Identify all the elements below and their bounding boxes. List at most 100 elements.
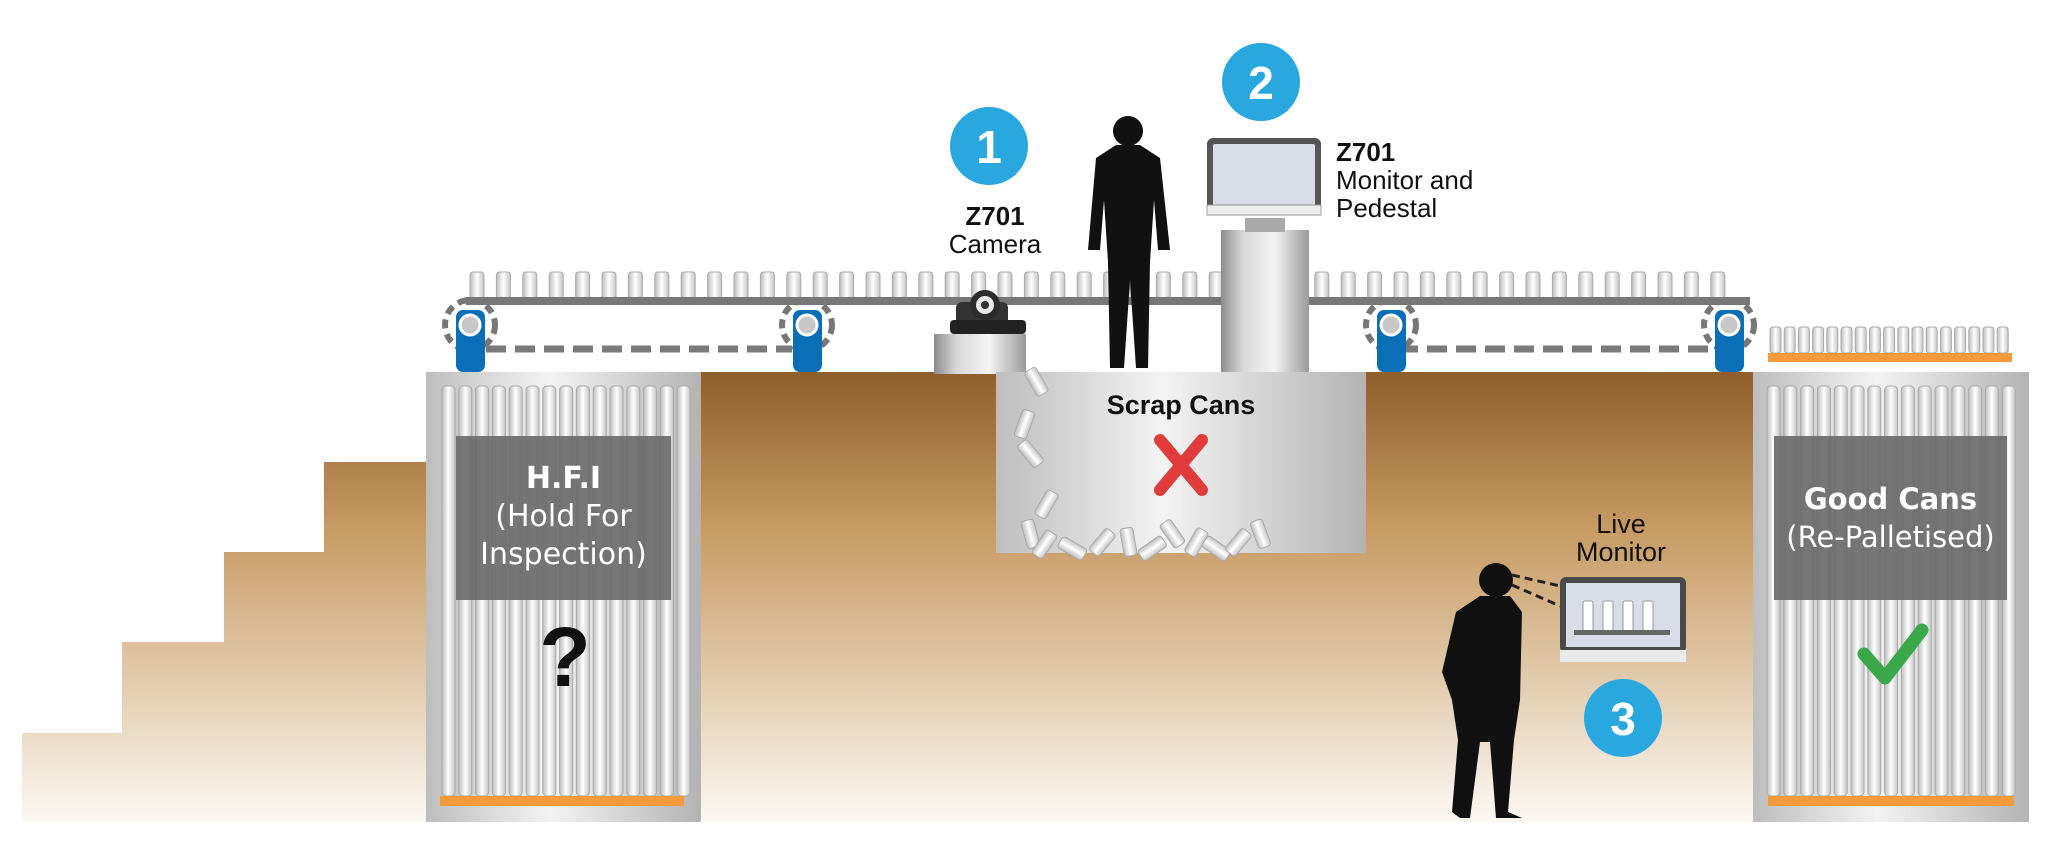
step-2-number: 2 [1248,57,1274,109]
step-badge-2: 2 [1222,43,1300,121]
step-3-number: 3 [1610,693,1636,745]
good-title: Good Cans [1803,482,1978,516]
inspector-silhouette [1442,563,1522,818]
operator-standing-silhouette [1088,116,1170,368]
hfi-bin [426,372,701,822]
pallet-can [1982,326,1995,354]
pallet-can [1840,326,1853,354]
pallet-can [1996,326,2009,354]
conveyor-can [1472,271,1488,300]
pallet-can [1968,326,1981,354]
scrap-can [1159,519,1186,549]
good-pallet-top [1768,326,2012,362]
conveyor-can [601,271,617,300]
conveyor-can [469,271,485,300]
roller-right-1 [1363,297,1419,372]
conveyor-can [1155,271,1171,300]
conveyor-can [707,271,723,300]
conveyor-can [548,271,564,300]
good-subtitle: (Re-Palletised) [1786,520,1995,554]
scrap-can [1034,489,1059,520]
conveyor-can [891,271,907,300]
conveyor-cans [469,271,1726,300]
conveyor-can [1604,271,1620,300]
conveyor-can [575,271,591,300]
scrap-can [1024,366,1049,397]
pallet-can [1883,326,1896,354]
sight-lines [1511,573,1561,608]
camera-model: Z701 [965,201,1025,231]
question-mark-icon: ? [539,610,591,704]
scrap-can [1057,536,1088,561]
scrap-can [1013,409,1036,440]
scrap-can [1225,528,1252,557]
conveyor-can [733,271,749,300]
pallet-can [1812,326,1825,354]
conveyor-can [1525,271,1541,300]
conveyor-can [944,271,960,300]
monitor-model: Z701 [1336,137,1396,167]
conveyor-can [1657,271,1673,300]
roller-left-1 [442,297,498,372]
conveyor-can [654,271,670,300]
hfi-title: H.F.I [525,461,602,496]
conveyor-can [839,271,855,300]
pallet-can [1954,326,1967,354]
conveyor-can [1710,271,1726,300]
step-1-number: 1 [976,121,1002,173]
scrap-can [1017,439,1044,468]
monitor-line1: Monitor and [1336,165,1474,195]
conveyor-can [786,271,802,300]
hfi-line2: (Hold For [495,499,632,534]
live-monitor-line2: Monitor [1575,537,1667,567]
stacked-can-column [676,385,691,797]
pallet-can [1868,326,1881,354]
scrap-cans-pile [1013,366,1272,562]
stacked-can-column [441,385,456,797]
pallet-can [1939,326,1952,354]
reject-cross-icon [1154,434,1208,496]
scrap-can [1089,528,1116,557]
monitor-pedestal [1221,218,1309,374]
pallet-can [1769,326,1782,354]
camera-label: Z701 Camera [920,202,1070,258]
pallet-can [1911,326,1924,354]
monitor-line2: Pedestal [1336,193,1438,223]
hfi-label: H.F.I (Hold For Inspection) [456,460,671,574]
conveyor-belt [466,297,1750,353]
conveyor-can [627,271,643,300]
scrap-can [1249,518,1272,549]
pallet-can [1897,326,1910,354]
conveyor-can [1551,271,1567,300]
pallet-can [1826,326,1839,354]
conveyor-can [1023,271,1039,300]
scrap-can [1119,526,1138,557]
pallet-can [1783,326,1796,354]
conveyor-can [918,271,934,300]
step-badge-1: 1 [950,107,1028,185]
live-monitor-label: Live Monitor [1552,510,1690,566]
conveyor-can [1683,271,1699,300]
conveyor-can [1050,271,1066,300]
pallet [1768,353,2012,362]
conveyor-can [997,271,1013,300]
good-label: Good Cans (Re-Palletised) [1774,480,2007,556]
conveyor-can [522,271,538,300]
step-badge-3: 3 [1584,679,1662,757]
camera-icon [950,290,1026,334]
live-monitor-icon [1560,577,1686,662]
conveyor-can [1076,271,1092,300]
roller-right-2 [1701,297,1757,372]
scrap-can [1137,535,1167,562]
conveyor-can [1578,271,1594,300]
conveyor-can [1182,271,1198,300]
conveyor-can [1393,271,1409,300]
camera-name: Camera [948,229,1042,259]
conveyor-can [495,271,511,300]
conveyor-can [1446,271,1462,300]
conveyor-can [812,271,828,300]
pallet-can [1925,326,1938,354]
live-monitor-line1: Live [1596,509,1646,539]
conveyor-can [1499,271,1515,300]
